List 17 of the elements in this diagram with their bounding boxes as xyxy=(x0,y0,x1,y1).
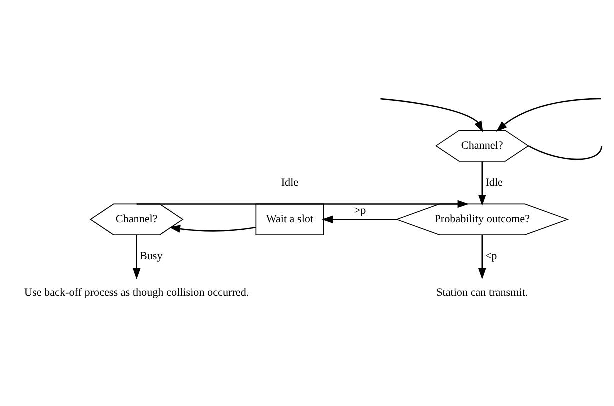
edge-label: >p xyxy=(354,204,366,216)
arrow xyxy=(478,161,486,206)
edge-label: ≤p xyxy=(486,250,498,262)
arrow xyxy=(322,215,397,224)
node-text: Station can transmit. xyxy=(436,286,528,299)
node-text: Use back-off process as though collision occurred. xyxy=(24,286,250,299)
arrow xyxy=(496,98,602,132)
node-box: Wait a slot xyxy=(256,203,324,235)
edge-label: Idle xyxy=(281,176,299,188)
connector xyxy=(528,145,602,160)
arrow xyxy=(132,234,141,280)
edge-label: Idle xyxy=(486,176,504,188)
arrow xyxy=(136,200,469,208)
arrow xyxy=(478,234,486,280)
arrow xyxy=(169,224,256,232)
arrow xyxy=(380,98,484,132)
edge-label: Busy xyxy=(140,250,163,262)
